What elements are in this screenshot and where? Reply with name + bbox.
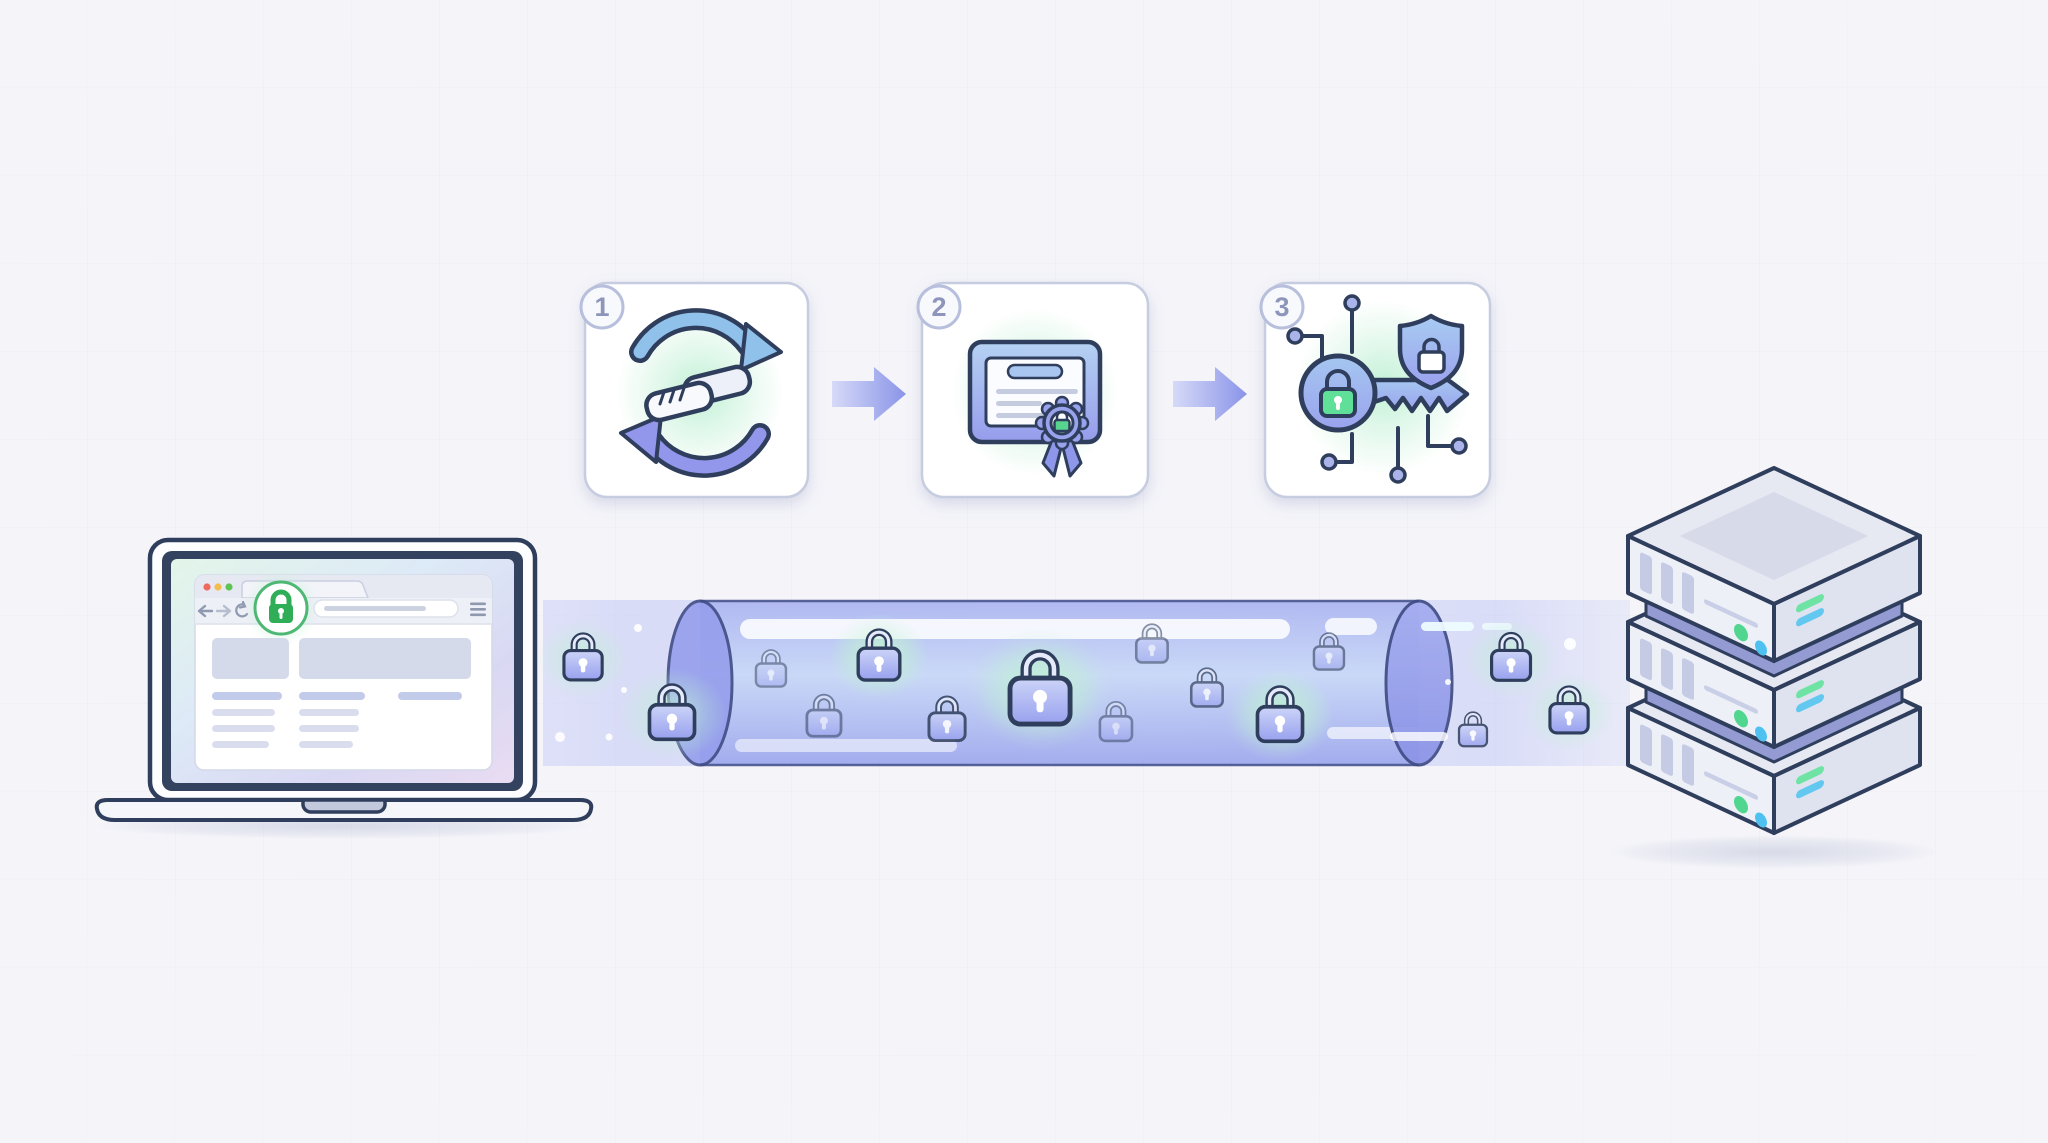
traffic-light-yellow <box>214 583 222 591</box>
sparkle-dot <box>1564 638 1576 650</box>
url-text-placeholder <box>324 606 426 611</box>
flow-arrow-icon <box>832 367 906 421</box>
handshake-sync-icon <box>616 308 784 478</box>
sparkle-dot <box>605 733 613 741</box>
step-number: 1 <box>594 292 609 322</box>
traffic-light-red <box>203 583 211 591</box>
page-content <box>212 638 471 748</box>
step-number: 3 <box>1274 292 1289 322</box>
step-badge <box>1259 284 1305 330</box>
padlocks-layer <box>537 614 1615 763</box>
circuit-traces <box>1300 308 1454 470</box>
tunnel-right-cap <box>1384 599 1454 767</box>
certificate-lock-icon <box>951 308 1119 478</box>
forward-icon <box>215 604 232 618</box>
browser-window <box>194 570 493 771</box>
key-shaft <box>1365 377 1470 414</box>
key-shield-circuit-icon <box>1286 294 1471 484</box>
speed-line <box>1390 732 1448 741</box>
shield-lock <box>1417 350 1446 374</box>
sparkle-dot <box>634 624 642 632</box>
sparkle-dot <box>555 732 565 742</box>
back-icon <box>197 604 214 618</box>
sparkle-dots-layer <box>555 624 1576 742</box>
step-number: 2 <box>931 292 946 322</box>
speed-line <box>735 739 957 752</box>
laptop-base-notch <box>301 798 387 814</box>
menu-icon <box>470 602 486 617</box>
step-badge <box>916 284 962 330</box>
traffic-light-green <box>225 583 233 591</box>
step-card-3: 3 <box>1259 281 1492 499</box>
sparkle-dot <box>1445 679 1451 685</box>
steps-row: 1 <box>579 281 1492 499</box>
flow-arrow-icon <box>1173 367 1247 421</box>
speed-line <box>1421 622 1474 631</box>
circuit-nodes <box>1286 294 1468 484</box>
step-badge <box>579 284 625 330</box>
green-padlock-icon <box>269 589 293 623</box>
step-card-1: 1 <box>579 281 810 499</box>
server-shadow <box>1609 835 1939 869</box>
laptop <box>94 537 594 822</box>
speed-line <box>1325 618 1377 635</box>
server-stack <box>1626 466 1922 835</box>
step-card-2: 2 <box>916 281 1150 499</box>
sparkle-dot <box>621 687 627 693</box>
